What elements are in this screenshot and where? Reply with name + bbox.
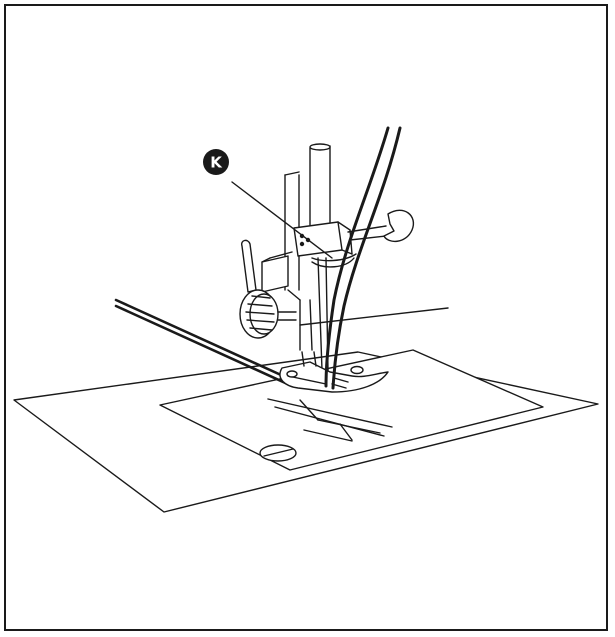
upper-threads — [324, 126, 402, 390]
callout-leader-line — [231, 181, 333, 259]
plate-hole — [350, 365, 364, 375]
callout-k: K — [203, 149, 229, 175]
presser-foot-shank — [261, 251, 313, 351]
pulled-threads — [114, 298, 294, 388]
figure-frame — [4, 4, 608, 631]
clamp-screw — [347, 209, 415, 243]
callout-label: K — [210, 154, 223, 172]
needle-thread-guide — [311, 253, 357, 268]
plate-screw — [259, 444, 297, 462]
presser-foot-lever — [240, 239, 257, 293]
needle-bar — [309, 143, 331, 226]
presser-foot-screw — [239, 289, 297, 339]
callout-badge-icon — [203, 149, 229, 175]
